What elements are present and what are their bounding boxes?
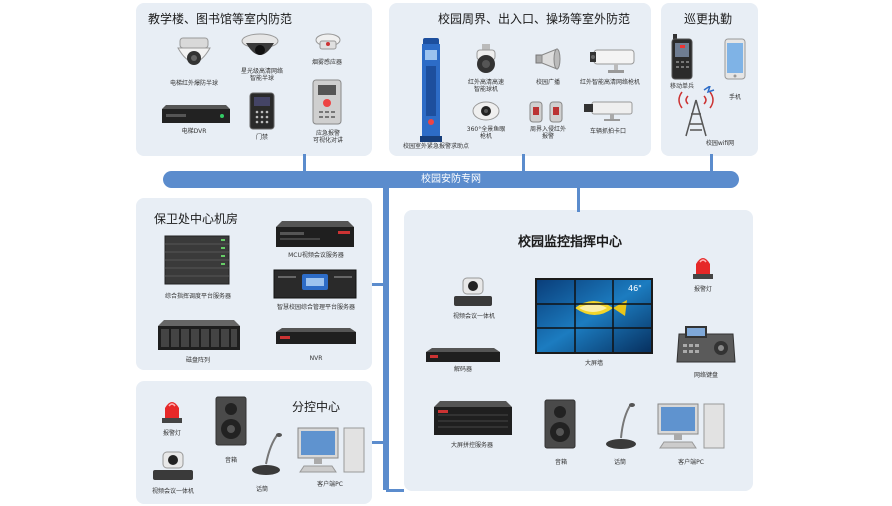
decoder-icon xyxy=(426,348,500,362)
bus-link-sub-center xyxy=(372,441,384,444)
wifi-network-label: 校园wifi网 xyxy=(705,140,735,147)
sub-client-pc-icon xyxy=(297,427,365,473)
mobile-phone-label: 手机 xyxy=(728,94,742,101)
speed-dome-camera-label: 红外高清高速 智能球机 xyxy=(467,79,505,93)
sub-speaker-icon xyxy=(215,396,247,446)
patrol-panel-title: 巡更执勤 xyxy=(684,12,733,26)
smart-campus-server-icon xyxy=(273,269,357,299)
bus-vertical-trunk xyxy=(383,186,389,490)
network-keyboard-label: 网络键盘 xyxy=(693,372,719,379)
wifi-tower-icon xyxy=(678,86,715,137)
vehicle-checkpoint-camera-icon xyxy=(584,101,633,121)
cmd-microphone-label: 话筒 xyxy=(613,459,627,466)
mcu-server-icon xyxy=(276,221,354,247)
mobile-terminal-icon xyxy=(671,34,693,80)
bus-drop-command-center xyxy=(577,186,580,212)
vehicle-checkpoint-camera-label: 车辆抓拍卡口 xyxy=(589,128,627,135)
alarm-light-icon xyxy=(162,402,182,423)
starlight-dome-camera-label: 星光级高清网络 智能半球 xyxy=(240,68,284,82)
nvr-label: NVR xyxy=(309,355,323,362)
bus-drop-patrol xyxy=(710,154,713,172)
emergency-intercom-icon xyxy=(312,79,342,125)
sub-microphone-label: 话筒 xyxy=(255,486,269,493)
dome-camera-label: 电梯红外爆防半球 xyxy=(169,80,219,87)
decoder-label: 解码器 xyxy=(453,366,473,373)
campus-security-network-bus: 校园安防专网 xyxy=(163,171,739,188)
smoke-detector-label: 烟雾感应器 xyxy=(311,59,343,66)
fisheye-camera-label: 360°全景鱼眼 枪机 xyxy=(466,126,506,140)
perimeter-infrared-label: 周界入侵红外 报警 xyxy=(529,126,567,140)
starlight-dome-camera-icon xyxy=(241,33,279,55)
cmd-microphone-icon xyxy=(606,403,636,449)
bus-link-bottom xyxy=(386,489,404,492)
elevator-dvr-icon xyxy=(162,105,230,123)
disk-array-label: 磁盘阵列 xyxy=(185,357,211,364)
emergency-help-pillar-label: 校园室外紧急报警求助点 xyxy=(402,143,470,150)
cmd-speaker-label: 音箱 xyxy=(554,459,568,466)
mcu-server-label: MCU视频会议服务器 xyxy=(288,252,344,259)
loudspeaker-label: 校园广播 xyxy=(535,79,561,86)
bus-label: 校园安防专网 xyxy=(421,174,481,185)
network-keyboard-icon xyxy=(676,326,736,363)
cmd-speaker-icon xyxy=(544,399,576,449)
cmd-video-conference-camera-icon xyxy=(454,277,492,306)
wall-control-server-label: 大屏拼控服务器 xyxy=(450,442,494,449)
emergency-intercom-label: 应急报警 可视化对讲 xyxy=(312,130,344,144)
bullet-camera-label: 红外智能高清网络枪机 xyxy=(579,79,641,86)
sub-speaker-label: 音箱 xyxy=(224,457,238,464)
cmd-video-conference-label: 视频会议一体机 xyxy=(452,313,496,320)
video-wall-size-label: 46" xyxy=(628,284,642,293)
sub-alarm-light-label: 报警灯 xyxy=(162,430,182,437)
indoor-panel-title: 教学楼、图书馆等室内防范 xyxy=(148,12,293,26)
sub-microphone-icon xyxy=(252,433,282,475)
emergency-help-pillar-icon xyxy=(420,38,442,142)
security-room-panel-title: 保卫处中心机房 xyxy=(154,212,239,226)
disk-array-icon xyxy=(158,320,240,350)
video-wall-label: 大屏墙 xyxy=(584,360,604,367)
perimeter-infrared-icon xyxy=(529,101,563,123)
cmd-client-pc-label: 客户端PC xyxy=(678,459,704,466)
nvr-icon xyxy=(276,328,356,344)
bullet-camera-icon xyxy=(590,49,635,73)
elevator-dvr-label: 电梯DVR xyxy=(181,128,207,135)
smart-campus-server-label: 智慧校园综合管理平台服务器 xyxy=(276,304,356,311)
mobile-terminal-label: 移动单兵 xyxy=(669,83,695,90)
sub-center-panel-title: 分控中心 xyxy=(292,400,341,414)
access-control-icon xyxy=(249,92,275,130)
fisheye-camera-icon xyxy=(472,101,500,121)
video-wall-icon xyxy=(535,278,653,354)
bus-drop-outdoor xyxy=(522,154,525,172)
bus-link-security-room xyxy=(372,283,384,286)
smoke-detector-icon xyxy=(315,33,341,50)
sub-video-conference-label: 视频会议一体机 xyxy=(151,488,195,495)
dispatch-platform-server-icon xyxy=(164,235,230,285)
dome-camera-icon xyxy=(177,37,211,65)
cmd-alarm-light-icon xyxy=(693,258,713,279)
sub-client-pc-label: 客户端PC xyxy=(317,481,343,488)
mobile-phone-icon xyxy=(724,38,746,80)
speed-dome-camera-icon xyxy=(476,44,496,73)
wall-control-server-icon xyxy=(434,401,512,435)
bus-drop-indoor xyxy=(303,154,306,172)
outdoor-panel-title: 校园周界、出入口、操场等室外防范 xyxy=(438,12,631,26)
cmd-client-pc-icon xyxy=(657,403,725,449)
sub-video-conference-camera-icon xyxy=(153,451,193,480)
dispatch-platform-server-label: 综合指挥调度平台服务器 xyxy=(164,293,232,300)
cmd-alarm-light-label: 报警灯 xyxy=(693,286,713,293)
loudspeaker-icon xyxy=(535,48,561,70)
command-center-panel-title: 校园监控指挥中心 xyxy=(518,235,623,250)
access-control-label: 门禁 xyxy=(255,134,269,141)
